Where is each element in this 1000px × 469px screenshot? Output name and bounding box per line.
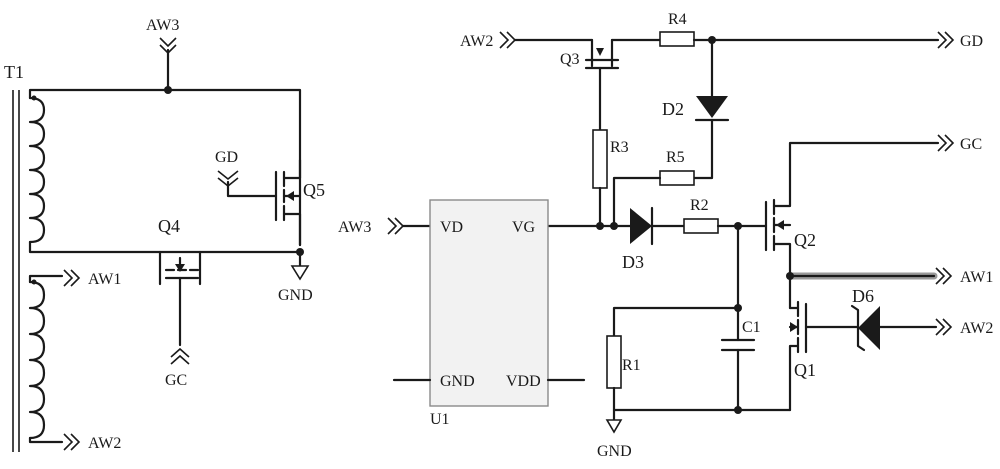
r3-label: R3	[610, 139, 629, 156]
gc-label: GC	[165, 372, 187, 389]
u1-pin-vg: VG	[512, 219, 536, 236]
d6-diode	[858, 306, 880, 350]
gc-out-label: GC	[960, 136, 982, 153]
q3-label: Q3	[560, 51, 580, 68]
gc-out-arrow-icon	[937, 134, 948, 152]
q2-mosfet	[764, 141, 940, 278]
q1-mosfet	[788, 274, 860, 412]
d3-diode	[630, 208, 652, 244]
aw2-wire-left	[28, 436, 64, 444]
q5-label: Q5	[303, 180, 325, 200]
r1-label: R1	[622, 357, 641, 374]
primary-winding	[28, 96, 46, 244]
c1-label: C1	[742, 319, 761, 336]
q5-mosfet	[226, 158, 302, 247]
r2-label: R2	[690, 197, 709, 214]
r4-resistor	[659, 31, 695, 47]
aw1-out-label: AW1	[960, 269, 993, 286]
d3-label: D3	[622, 252, 644, 272]
aw2-left-label: AW2	[88, 435, 121, 452]
primary-dot	[31, 95, 37, 101]
r5-label: R5	[666, 149, 685, 166]
d2-diode	[696, 96, 728, 118]
aw2-out-arrow-icon	[935, 318, 946, 336]
gnd-right-label: GND	[597, 443, 632, 460]
u1-pin-vd: VD	[440, 219, 463, 236]
transformer-core	[12, 90, 20, 452]
u1-label: U1	[430, 411, 450, 428]
driver-circuit: AW2 Q3 R4 GD D2 R3 R5	[338, 11, 993, 460]
aw3-in-label: AW3	[338, 219, 371, 236]
aw3-in-arrow-icon	[387, 217, 398, 235]
aw2-in-label: AW2	[460, 33, 493, 50]
q3-mosfet	[584, 38, 620, 132]
u1-ic	[429, 199, 549, 407]
d6-label: D6	[852, 286, 874, 306]
aw1-wire	[28, 274, 64, 284]
gd-out-arrow-icon	[937, 31, 948, 49]
q1-label: Q1	[794, 360, 816, 380]
q4-label: Q4	[158, 216, 180, 236]
gd-out-label: GD	[960, 33, 983, 50]
gd-in-arrow-icon	[217, 177, 239, 188]
aw1-out-arrow-icon	[935, 267, 946, 285]
d2-label: D2	[662, 99, 684, 119]
aw2-left-arrow-icon	[63, 433, 74, 451]
r3-resistor	[592, 129, 608, 189]
gd-in-label: GD	[215, 149, 238, 166]
aw1-arrow-icon	[63, 269, 74, 287]
u1-pin-gnd: GND	[440, 373, 475, 390]
aw3-label: AW3	[146, 17, 179, 34]
gc-arrow-icon	[170, 347, 190, 358]
aw2-out-label: AW2	[960, 320, 993, 337]
q4-mosfet	[158, 250, 202, 347]
gnd-left-icon	[290, 265, 310, 281]
r1-resistor	[606, 335, 622, 389]
primary-bottom-wire	[28, 240, 302, 254]
transformer-label: T1	[4, 62, 24, 82]
q2-label: Q2	[794, 230, 816, 250]
secondary-dot	[31, 279, 37, 285]
aw2-in-arrow-icon	[499, 31, 510, 49]
r4-label: R4	[668, 11, 687, 28]
r5-resistor	[659, 170, 695, 186]
secondary-winding	[28, 280, 46, 440]
transformer-section: T1 AW3 Q5	[4, 17, 325, 452]
gnd-right-icon	[605, 419, 623, 434]
aw1-label: AW1	[88, 271, 121, 288]
u1-pin-vdd: VDD	[506, 373, 541, 390]
gnd-left-label: GND	[278, 287, 313, 304]
aw3-arrow-icon	[159, 37, 177, 48]
r2-resistor	[683, 218, 719, 234]
